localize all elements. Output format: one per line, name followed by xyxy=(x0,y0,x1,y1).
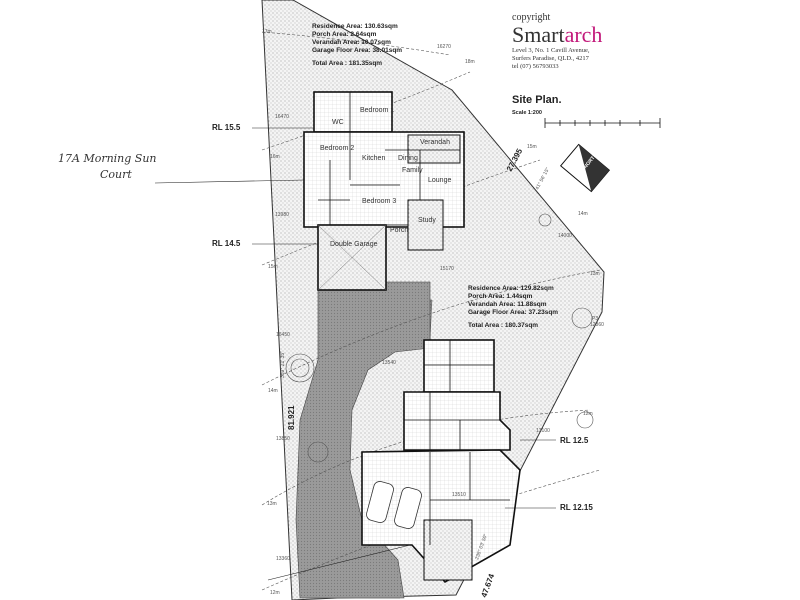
room-label: Double Garage xyxy=(330,241,378,248)
drawing-label: 15170 xyxy=(440,266,454,272)
drawing-label: 14000 xyxy=(558,233,572,239)
drawing-label: 13540 xyxy=(382,360,396,366)
lower-house-walls xyxy=(404,340,510,545)
drawing-label: 13m xyxy=(590,271,600,277)
drawing-label: 12860 xyxy=(590,322,604,328)
drawing-label: 14m xyxy=(578,211,588,217)
brand-name: Smartarch xyxy=(512,23,602,47)
phone: tel (07) 56793033 xyxy=(512,63,559,70)
drawing-label: 13360 xyxy=(276,556,290,562)
contour-labels: 17m 16m 15m 14m 13m 12m 18m 15m 14m 13m … xyxy=(262,29,600,596)
garage-area: Garage Floor Area: 38.01sqm xyxy=(312,47,403,54)
room-label: Bedroom 1 xyxy=(360,107,394,114)
verandah-area: Verandah Area: 10.07sqm xyxy=(312,39,391,46)
drawing-label: 12m xyxy=(270,590,280,596)
rl-label: RL 12.15 xyxy=(560,503,593,512)
north-arrow-icon: NORTH xyxy=(559,143,611,193)
drawing-label: 47.674 xyxy=(479,572,496,599)
drawing-label: 14m xyxy=(268,388,278,394)
scale-bar xyxy=(544,118,661,128)
dimension-labels: 16270 16470 13980 14000 15170 16450 1354… xyxy=(275,44,604,562)
drawing-label: 12m xyxy=(583,411,593,417)
room-label: Study xyxy=(418,217,436,224)
drawing-label: 81.921 xyxy=(287,405,296,430)
drawing-label: 16m xyxy=(270,154,280,160)
drawing-label: 41° 56' 15" xyxy=(534,167,551,191)
drawing-label: 16450 xyxy=(276,332,290,338)
total-area: Total Area : 181.35sqm xyxy=(312,60,383,67)
drawing-label: 13100 xyxy=(536,428,550,434)
drawing-label: 13850 xyxy=(276,436,290,442)
rl-label: RL 15.5 xyxy=(212,123,241,132)
upper-unit-areas: Residence Area: 130.63sqm Porch Area: 2.… xyxy=(312,23,402,68)
handwritten-address-line2: Court xyxy=(100,168,132,181)
garage-area: Garage Floor Area: 37.23sqm xyxy=(468,309,559,316)
drawing-label: 359° 21' 35" xyxy=(280,351,286,378)
room-label: Dining xyxy=(398,155,418,162)
porch-area: Porch Area: 1.44sqm xyxy=(468,293,533,300)
drawing-label: 16270 xyxy=(437,44,451,50)
room-labels-upper: Bedroom 1 Bedroom 2 Bedroom 3 Kitchen Di… xyxy=(320,107,451,248)
drawing-label: 13m xyxy=(267,501,277,507)
room-label: WC xyxy=(332,119,344,126)
room-label: Family xyxy=(402,167,423,174)
drawing-label: 18m xyxy=(465,59,475,65)
copyright-label: copyright xyxy=(512,12,551,23)
upper-house xyxy=(303,91,465,291)
rl-label: RL 12.5 xyxy=(560,436,589,445)
residence-area: Residence Area: 130.63sqm xyxy=(312,23,398,30)
address-line2: Surfers Paradise, QLD., 4217 xyxy=(512,55,589,62)
verandah-area: Verandah Area: 11.88sqm xyxy=(468,301,547,308)
drawing-label: 15m xyxy=(268,264,278,270)
total-area: Total Area : 180.37sqm xyxy=(468,322,539,329)
cars xyxy=(366,481,422,529)
room-label: Kitchen xyxy=(362,155,385,162)
drawing-label: 16470 xyxy=(275,114,289,120)
scale-label: Scale 1:200 xyxy=(512,110,542,116)
lower-house xyxy=(361,339,521,584)
rl-label: RL 14.5 xyxy=(212,239,241,248)
drawing-label: 13980 xyxy=(275,212,289,218)
porch-area: Porch Area: 2.64sqm xyxy=(312,31,377,38)
upper-house-walls xyxy=(314,92,460,226)
trees xyxy=(285,213,594,463)
garage-diagonals xyxy=(317,224,387,291)
page-title: Site Plan. xyxy=(512,94,562,106)
room-label: Porch xyxy=(390,227,408,234)
room-label: Lounge xyxy=(428,177,451,184)
drawing-label: 13510 xyxy=(452,492,466,498)
residence-area: Residence Area: 129.82sqm xyxy=(468,285,554,292)
room-label: Verandah xyxy=(420,139,450,146)
leader-lines xyxy=(154,127,556,581)
brand-block: copyright Smartarch Level 3, No. 1 Cavil… xyxy=(512,12,602,71)
brand-name-part2: arch xyxy=(564,22,603,47)
drawing-label: 17m xyxy=(262,29,272,35)
lower-unit-areas: Residence Area: 129.82sqm Porch Area: 1.… xyxy=(468,285,558,330)
drawing-label: 15m xyxy=(527,144,537,150)
drawing-label: P3 xyxy=(592,316,598,322)
brand-name-part1: Smart xyxy=(512,22,565,47)
room-label: Bedroom 3 xyxy=(362,198,396,205)
address-line1: Level 3, No. 1 Cavill Avenue, xyxy=(512,47,590,54)
handwritten-address-line1: 17A Morning Sun xyxy=(58,152,157,165)
room-label: Bedroom 2 xyxy=(320,145,354,152)
